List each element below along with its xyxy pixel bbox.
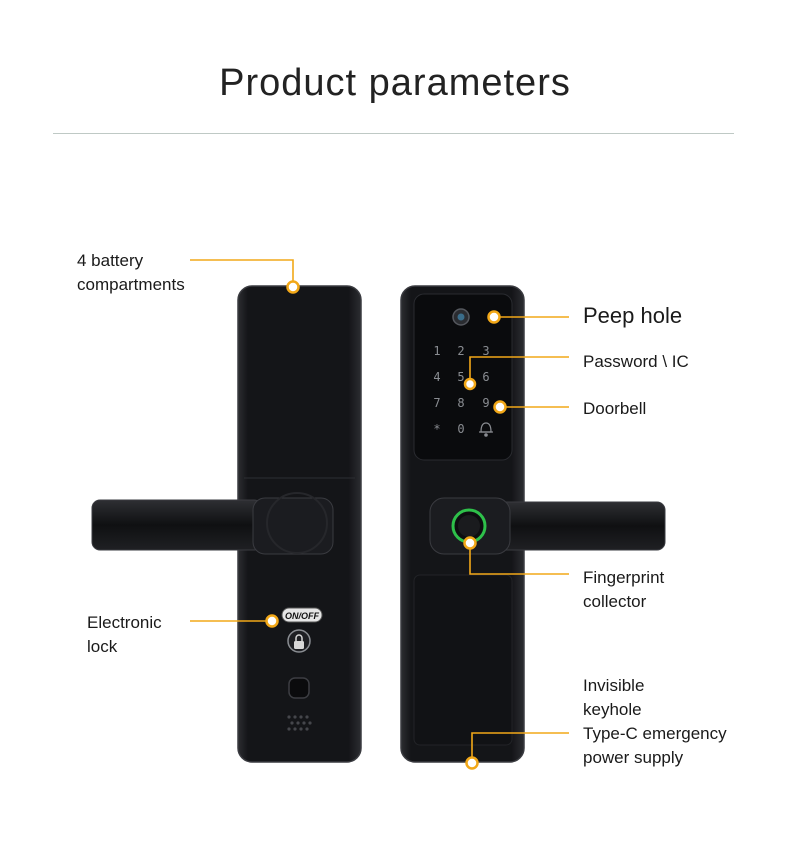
key-2[interactable]: 2 (457, 344, 464, 358)
callout-dots (265, 280, 507, 770)
fingerprint-callout: Fingerprint collector (583, 568, 665, 611)
battery-callout: 4 battery compartments (77, 251, 185, 294)
page-title: Product parameters (219, 62, 571, 104)
speaker-grille-icon (287, 715, 312, 731)
electronic-lock-callout: Electronic lock (87, 613, 162, 656)
key-0[interactable]: 0 (457, 422, 464, 436)
keyhole-callout: Invisible keyhole Type-C emergency power… (583, 676, 727, 767)
front-lock: 1 2 3 4 5 6 7 8 9 * 0 (400, 285, 666, 763)
on-off-button[interactable]: ON/OFF (281, 607, 323, 623)
key-4[interactable]: 4 (433, 370, 440, 384)
key-9[interactable]: 9 (482, 396, 489, 410)
key-6[interactable]: 6 (482, 370, 489, 384)
callout-lines (190, 259, 569, 763)
bell-icon[interactable] (479, 422, 493, 437)
key-7[interactable]: 7 (433, 396, 440, 410)
camera-icon (452, 308, 470, 326)
title-divider (53, 133, 734, 134)
key-3[interactable]: 3 (482, 344, 489, 358)
peep-hole-callout: Peep hole (583, 303, 683, 328)
lock-icon[interactable] (287, 629, 311, 653)
on-off-label: ON/OFF (285, 611, 319, 621)
key-8[interactable]: 8 (457, 396, 464, 410)
thumb-turn (288, 677, 310, 699)
back-lock: ON/OFF (91, 285, 362, 763)
password-ic-callout: Password \ IC (583, 352, 689, 371)
back-lock-handle (91, 499, 263, 551)
doorbell-callout: Doorbell (583, 399, 647, 418)
key-1[interactable]: 1 (433, 344, 440, 358)
keypad-panel (413, 293, 513, 461)
key-5[interactable]: 5 (457, 370, 464, 384)
key-star[interactable]: * (433, 422, 440, 436)
